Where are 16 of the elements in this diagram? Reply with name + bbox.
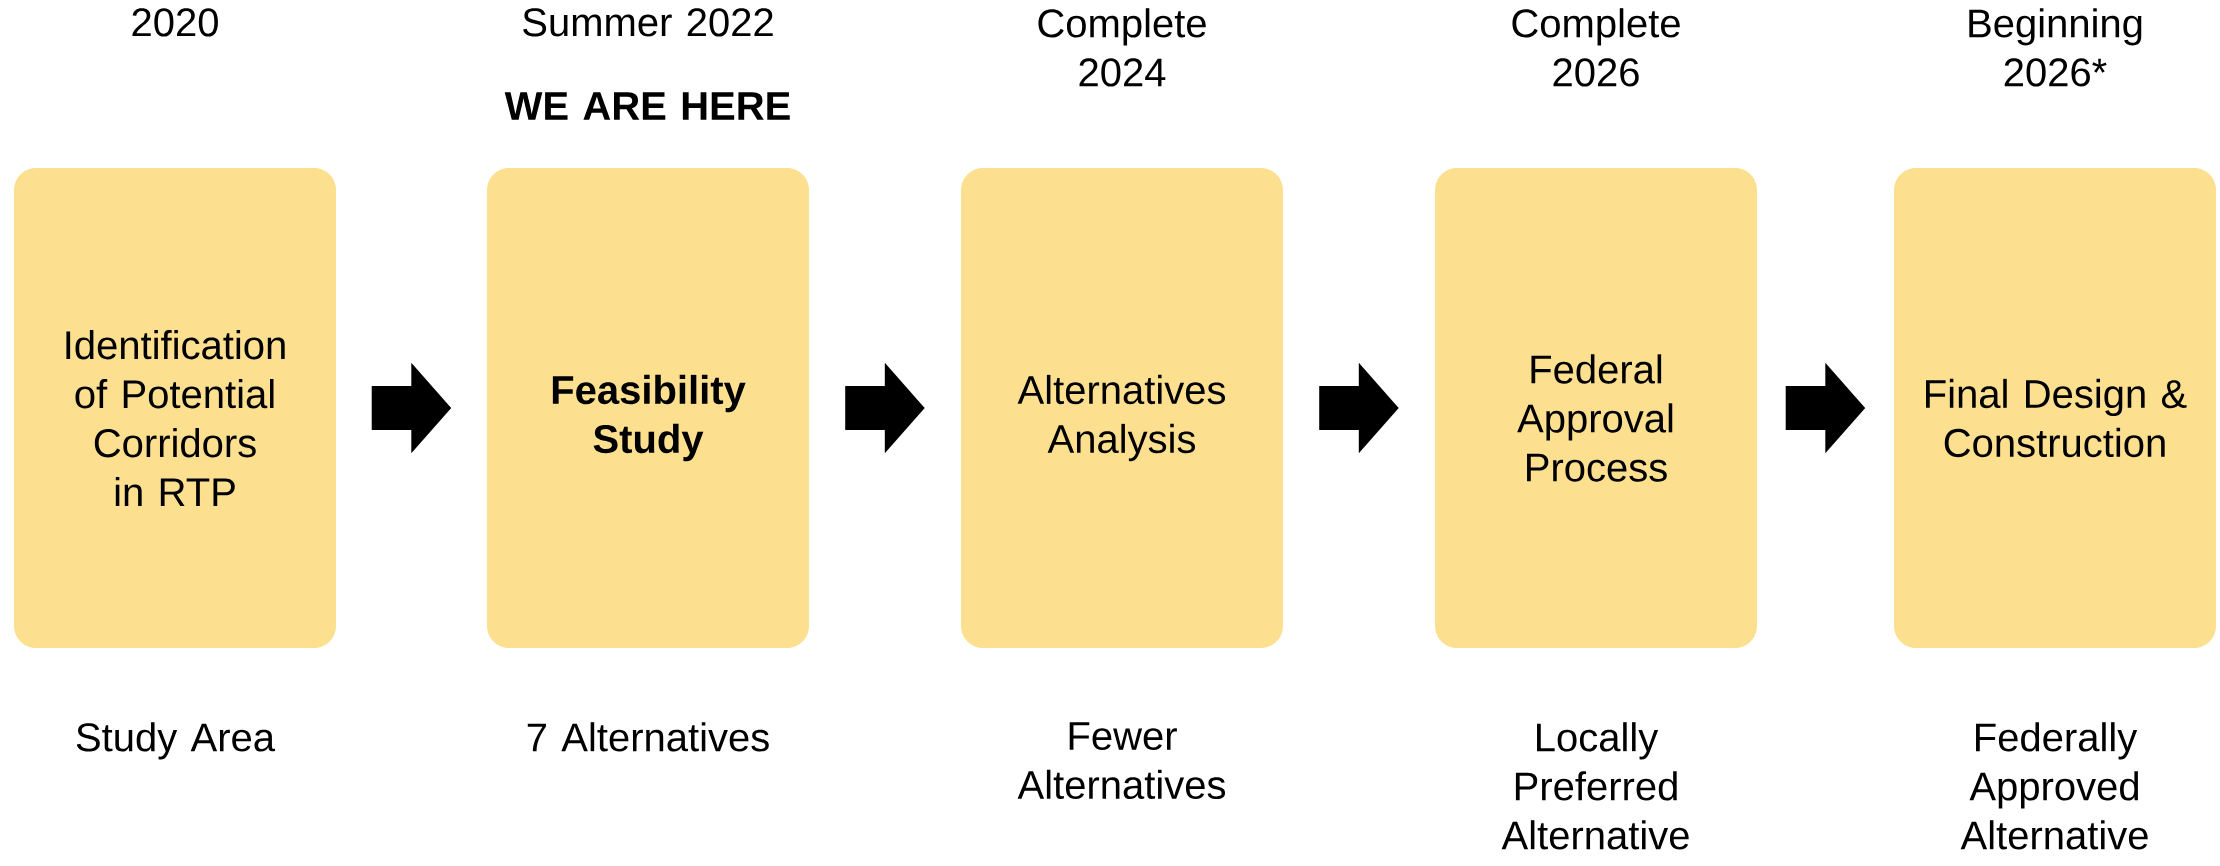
process-box: Alternatives Analysis: [961, 168, 1283, 648]
outcome-label: 7 Alternatives: [527, 722, 769, 752]
outcome-label: Study Area: [76, 722, 276, 760]
process-box: Feasibility Study: [487, 168, 809, 648]
outcome-label: Federally Approved Alternative: [1960, 722, 2148, 850]
process-box: Identification of Potential Corridors in RTP: [14, 168, 336, 648]
process-box: Final Design & Construction: [1894, 168, 2216, 648]
process-box: Federal Approval Process: [1435, 168, 1757, 648]
date-label: Complete 2024: [1038, 8, 1206, 87]
date-label: Summer 2022: [523, 8, 773, 37]
date-label: Beginning 2026*: [1969, 8, 2142, 87]
date-label: Complete 2026: [1512, 8, 1680, 87]
date-label: 2020: [132, 8, 218, 37]
status-label: WE ARE HERE: [504, 92, 790, 120]
outcome-label: Locally Preferred Alternative: [1501, 722, 1689, 850]
outcome-label: Fewer Alternatives: [1017, 722, 1226, 800]
